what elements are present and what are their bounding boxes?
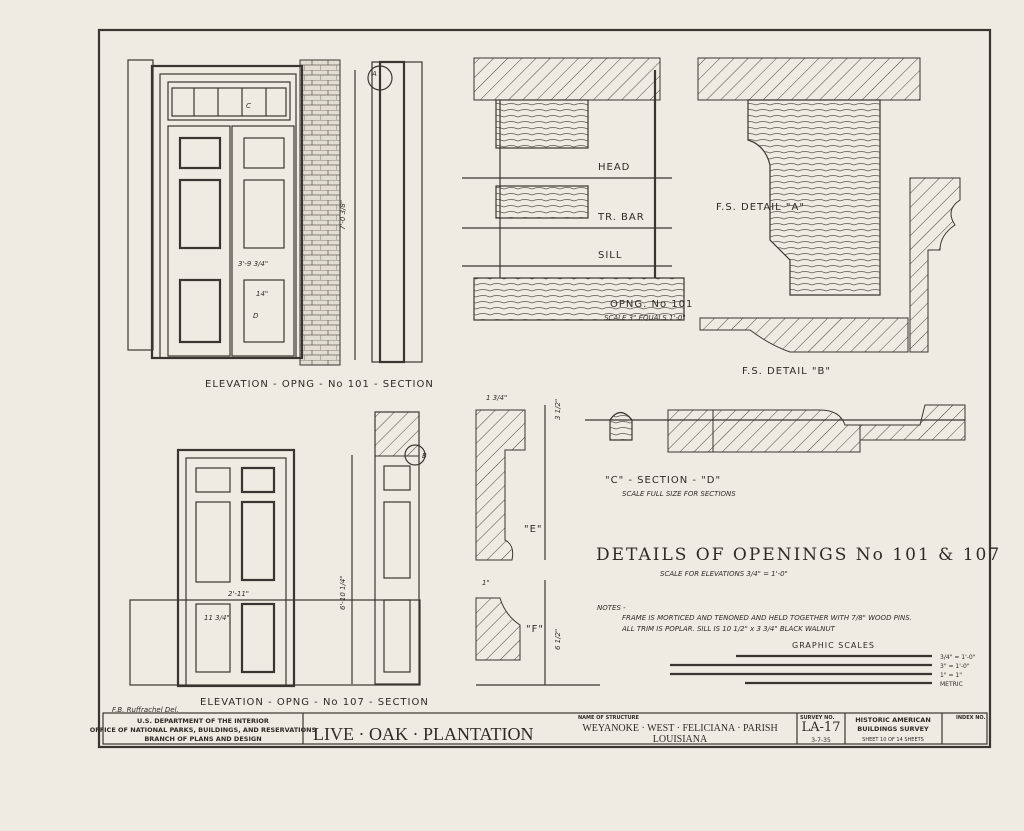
- dimension: 6 1/2": [554, 629, 562, 650]
- elevation-101-label: ELEVATION - OPNG - No 101 - SECTION: [205, 379, 434, 390]
- fs-detail-a-b: F.S. DETAIL "A" F.S. DETAIL "B": [697, 57, 961, 377]
- index-caption: INDEX NO.: [956, 715, 986, 721]
- section-cd-scale: SCALE FULL SIZE FOR SECTIONS: [622, 490, 736, 498]
- details-scale: SCALE FOR ELEVATIONS 3/4" = 1'-0": [660, 570, 788, 578]
- habs-line-1: HISTORIC AMERICAN: [855, 716, 931, 724]
- dimension: 2'-11": [228, 590, 249, 598]
- section-cd-label: "C" - SECTION - "D": [605, 475, 721, 486]
- agency-line-2: OFFICE OF NATIONAL PARKS, BUILDINGS, AND…: [90, 726, 317, 734]
- agency-line-1: U.S. DEPARTMENT OF THE INTERIOR: [137, 717, 269, 725]
- dimension: 3 1/2": [554, 399, 562, 420]
- scale-label: 3/4" = 1'-0": [940, 654, 976, 661]
- sections-e-f: 1 3/4" "E" "F" 3 1/2" 6 1/2" 1": [475, 394, 600, 686]
- sheet-border: [97, 28, 992, 749]
- survey-caption: SURVEY NO.: [800, 715, 834, 721]
- head-label: HEAD: [598, 162, 630, 173]
- label-d: D: [253, 312, 259, 320]
- dimension: 3'-9 3/4": [238, 260, 268, 268]
- dimension: 6'-10 1/4": [339, 575, 347, 610]
- label-c: C: [246, 102, 251, 110]
- opening-101-scale: SCALE 3" EQUALS 1'-0": [604, 314, 686, 322]
- fs-detail-a-label: F.S. DETAIL "A": [716, 202, 805, 213]
- dimension: 11 3/4": [204, 614, 230, 622]
- elevation-opening-107: B 2'-11" 6'-10 1/4" 11 3/4" ELEVATION - …: [112, 411, 429, 714]
- label-e: "E": [524, 524, 543, 535]
- details-title: DETAILS OF OPENINGS No 101 & 107: [596, 545, 1001, 565]
- agency-line-3: BRANCH OF PLANS AND DESIGN: [144, 735, 261, 743]
- location-line-2: LOUISIANA: [653, 734, 708, 745]
- dimension: 1": [482, 579, 490, 587]
- dimension: 14": [256, 290, 268, 298]
- notes-line-1: FRAME IS MORTICED AND TENONED AND HELD T…: [622, 614, 912, 622]
- dimension: 1 3/4": [486, 394, 507, 402]
- sill-label: SILL: [598, 250, 622, 261]
- dimension: 7'-0 3/8": [339, 200, 347, 230]
- elevation-107-label: ELEVATION - OPNG - No 107 - SECTION: [200, 697, 429, 708]
- name-caption: NAME OF STRUCTURE: [578, 715, 640, 721]
- opening-101-label: OPNG. No 101: [610, 299, 693, 310]
- scale-label: METRIC: [940, 681, 963, 688]
- opening-101-section: HEAD TR. BAR SILL OPNG. No 101 SCALE 3" …: [462, 57, 693, 322]
- section-c-d: "C" - SECTION - "D" SCALE FULL SIZE FOR …: [585, 404, 966, 498]
- label-b: B: [422, 452, 427, 460]
- structure-name: LIVE · OAK · PLANTATION: [313, 724, 534, 744]
- sheet-info: SHEET 10 OF 14 SHEETS: [862, 737, 924, 743]
- trbar-label: TR. BAR: [597, 212, 645, 223]
- label-a: A: [371, 70, 377, 78]
- location-line-1: WEYANOKE · WEST · FELICIANA · PARISH: [582, 723, 777, 734]
- delineator: F.B. Ruffrachel Del.: [112, 706, 179, 714]
- notes-line-2: ALL TRIM IS POPLAR. SILL IS 10 1/2" x 3 …: [621, 625, 836, 633]
- survey-date: 3-7-35: [811, 737, 831, 744]
- graphic-scales-title: GRAPHIC SCALES: [792, 641, 875, 650]
- label-f: "F": [526, 624, 544, 635]
- scale-label: 1" = 1": [940, 672, 962, 679]
- fs-detail-b-label: F.S. DETAIL "B": [742, 366, 831, 377]
- survey-number: LA-17: [802, 720, 841, 735]
- habs-line-2: BUILDINGS SURVEY: [857, 725, 929, 733]
- title-block: U.S. DEPARTMENT OF THE INTERIOR OFFICE O…: [90, 712, 988, 745]
- scale-label: 3" = 1'-0": [940, 663, 970, 670]
- elevation-opening-101: C D A 3'-9 3/4" 14" 7'-0 3/8" ELEVATION …: [127, 59, 434, 390]
- graphic-scale-bars: [670, 654, 932, 685]
- notes-heading: NOTES -: [597, 604, 626, 612]
